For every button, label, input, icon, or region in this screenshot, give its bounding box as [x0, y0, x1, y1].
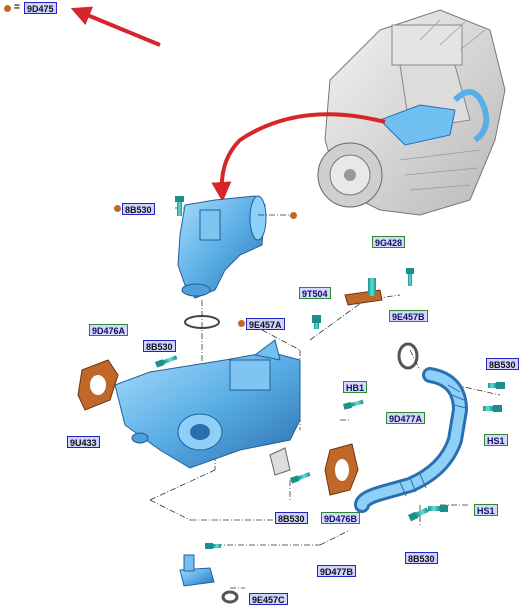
- sensor: [368, 278, 376, 296]
- part-label-9e457c[interactable]: 9E457C: [249, 593, 288, 605]
- torque-marker: [114, 205, 121, 212]
- sensor-bracket: [344, 289, 383, 306]
- part-label-9d476a[interactable]: 9D476A: [89, 324, 129, 336]
- part-label-9u433[interactable]: 9U433: [67, 436, 100, 448]
- bracket: [269, 447, 291, 476]
- bolts: [155, 196, 505, 549]
- small-pipe: [179, 554, 215, 587]
- legend-equals: =: [14, 2, 20, 13]
- part-label-9d477a[interactable]: 9D477A: [386, 412, 426, 424]
- part-label-9d476b[interactable]: 9D476B: [321, 512, 361, 524]
- part-label-hs1[interactable]: HS1: [484, 434, 508, 446]
- part-label-8b530[interactable]: 8B530: [486, 358, 519, 370]
- part-label-9t504[interactable]: 9T504: [299, 287, 331, 299]
- part-label-9e457a[interactable]: 9E457A: [246, 318, 285, 330]
- curved-arrow: [211, 112, 386, 202]
- part-label-8b530[interactable]: 8B530: [122, 203, 155, 215]
- part-label-9g428[interactable]: 9G428: [372, 236, 406, 248]
- part-label-hs1[interactable]: HS1: [474, 504, 498, 516]
- part-label-hb1[interactable]: HB1: [343, 381, 368, 393]
- egr-valve: [177, 195, 267, 299]
- part-label-8b530[interactable]: 8B530: [275, 512, 308, 524]
- legend-code-label[interactable]: 9D475: [24, 2, 57, 14]
- egr-cooler: [114, 339, 301, 469]
- legend-marker: [4, 5, 11, 12]
- part-label-9d477b[interactable]: 9D477B: [317, 565, 357, 577]
- part-label-8b530[interactable]: 8B530: [405, 552, 438, 564]
- engine-illustration: [317, 9, 506, 216]
- callout-arrow: [70, 6, 161, 47]
- ring-seal: [221, 590, 239, 604]
- ring-seal: [397, 342, 419, 370]
- torque-marker: [290, 212, 297, 219]
- part-label-9e457b[interactable]: 9E457B: [389, 310, 428, 322]
- pipe-bellows: [399, 384, 467, 497]
- torque-marker: [238, 320, 245, 327]
- part-label-8b530[interactable]: 8B530: [143, 340, 176, 352]
